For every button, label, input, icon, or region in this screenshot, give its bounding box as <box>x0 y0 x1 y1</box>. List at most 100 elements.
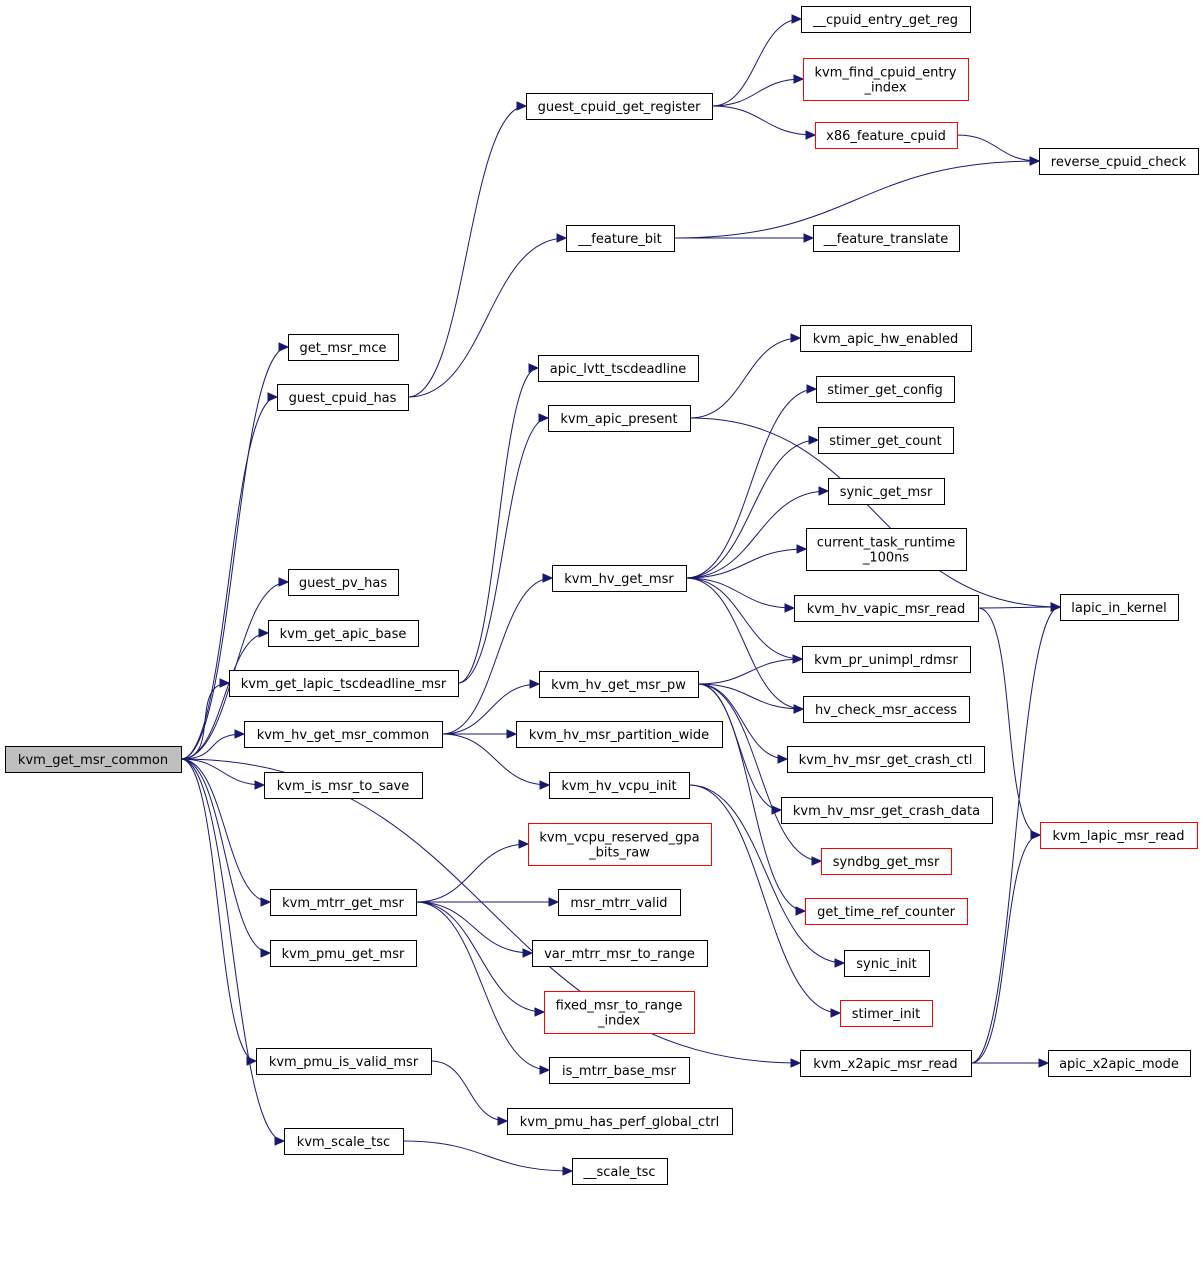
edge-kvm_mtrr_get_msr-to-is_mtrr_base_msr <box>415 901 551 1075</box>
arrowhead <box>806 384 818 394</box>
node-kvm-hv-get-msr-common[interactable]: kvm_hv_get_msr_common <box>244 721 443 748</box>
arrowhead <box>777 754 789 764</box>
node-feature-bit[interactable]: __feature_bit <box>566 225 675 252</box>
node-kvm-hv-msr-partition-wide[interactable]: kvm_hv_msr_partition_wide <box>516 721 723 748</box>
node-label: apic_x2apic_mode <box>1059 1057 1179 1072</box>
edge-kvm_mtrr_get_msr-to-kvm_vcpu_reserved_gpa_bits_raw <box>415 839 530 903</box>
arrowhead <box>529 679 541 689</box>
arrowhead <box>792 654 804 664</box>
edge-kvm_mtrr_get_msr-to-msr_mtrr_valid <box>415 897 560 907</box>
arrowhead <box>830 1008 842 1018</box>
node-label: hv_check_msr_access <box>815 703 957 718</box>
node-fixed-msr-to-range-index[interactable]: fixed_msr_to_range_index <box>544 991 695 1034</box>
arrowhead <box>539 780 551 790</box>
node-kvm-hv-get-msr-pw[interactable]: kvm_hv_get_msr_pw <box>539 671 699 698</box>
node-x86-feature-cpuid[interactable]: x86_feature_cpuid <box>815 122 958 149</box>
node-kvm-x2apic-msr-read[interactable]: kvm_x2apic_msr_read <box>800 1050 972 1077</box>
node-kvm-mtrr-get-msr[interactable]: kvm_mtrr_get_msr <box>270 889 417 916</box>
arrowhead <box>542 573 554 583</box>
node-kvm-pmu-has-perf-global-ctrl[interactable]: kvm_pmu_has_perf_global_ctrl <box>507 1108 733 1135</box>
edge-kvm_x2apic_msr_read-to-kvm_lapic_msr_read <box>970 830 1042 1064</box>
node-kvm-hv-vcpu-init[interactable]: kvm_hv_vcpu_init <box>549 772 690 799</box>
arrowhead <box>258 628 270 638</box>
node-kvm-pr-unimpl-rdmsr[interactable]: kvm_pr_unimpl_rdmsr <box>802 646 971 673</box>
node-lapic-in-kernel[interactable]: lapic_in_kernel <box>1060 594 1179 621</box>
node-apic-lvtt-tscdeadline[interactable]: apic_lvtt_tscdeadline <box>538 355 699 382</box>
node-kvm-lapic-msr-read[interactable]: kvm_lapic_msr_read <box>1040 822 1198 849</box>
arrowhead <box>803 233 815 243</box>
node-apic-x2apic-mode[interactable]: apic_x2apic_mode <box>1048 1050 1191 1077</box>
node-guest-pv-has[interactable]: guest_pv_has <box>288 569 399 596</box>
node-kvm-hv-msr-get-crash-data[interactable]: kvm_hv_msr_get_crash_data <box>781 797 993 824</box>
node-kvm-hv-msr-get-crash-ctl[interactable]: kvm_hv_msr_get_crash_ctl <box>787 746 985 773</box>
nodes-layer: kvm_get_msr_common get_msr_mce guest_cpuid… <box>5 6 1199 1185</box>
node-kvm-apic-present[interactable]: kvm_apic_present <box>548 405 691 432</box>
node-kvm-scale-tsc[interactable]: kvm_scale_tsc <box>284 1128 404 1155</box>
arrowhead <box>538 413 550 423</box>
node-label: kvm_apic_present <box>560 412 677 427</box>
edge-kvm_hv_get_msr_common-to-kvm_hv_get_msr <box>441 573 554 735</box>
edge-kvm_hv_get_msr_common-to-kvm_hv_get_msr_pw <box>441 679 541 735</box>
node-label: kvm_get_msr_common <box>18 753 168 768</box>
edge-kvm_hv_get_msr-to-hv_check_msr_access <box>685 577 805 714</box>
node-label: kvm_pmu_has_perf_global_ctrl <box>520 1115 720 1130</box>
edge-root-to-kvm_hv_get_msr_common <box>180 729 246 760</box>
node-label: syndbg_get_msr <box>833 855 940 870</box>
node-feature-translate[interactable]: __feature_translate <box>813 225 960 252</box>
node-reverse-cpuid-check[interactable]: reverse_cpuid_check <box>1039 148 1199 175</box>
edge-kvm_hv_vapic_msr_read-to-lapic_in_kernel <box>977 602 1062 612</box>
node-cpuid-entry-get-reg[interactable]: __cpuid_entry_get_reg <box>801 6 971 33</box>
node-synic-init[interactable]: synic_init <box>844 950 930 977</box>
node-label: _index <box>597 1014 640 1029</box>
arrowhead <box>548 897 560 907</box>
node-current-task-runtime-100ns[interactable]: current_task_runtime_100ns <box>806 528 967 571</box>
node-syndbg-get-msr[interactable]: syndbg_get_msr <box>821 848 952 875</box>
node-label: lapic_in_kernel <box>1071 601 1166 616</box>
node-kvm-is-msr-to-save[interactable]: kvm_is_msr_to_save <box>264 772 423 799</box>
node-synic-get-msr[interactable]: synic_get_msr <box>828 478 945 505</box>
node-get-time-ref-counter[interactable]: get_time_ref_counter <box>805 898 968 925</box>
node-root[interactable]: kvm_get_msr_common <box>5 746 182 773</box>
node-label: kvm_hv_msr_partition_wide <box>529 728 709 743</box>
node-label: kvm_apic_hw_enabled <box>813 332 959 347</box>
edge-kvm_hv_vcpu_init-to-stimer_init <box>688 784 842 1018</box>
node-kvm-pmu-get-msr[interactable]: kvm_pmu_get_msr <box>270 940 417 967</box>
edge-root-to-kvm_pmu_get_msr <box>180 758 272 958</box>
edge-kvm_hv_get_msr_pw-to-hv_check_msr_access <box>697 683 805 714</box>
node-kvm-find-cpuid-entry-index[interactable]: kvm_find_cpuid_entry_index <box>803 58 969 101</box>
node-guest-cpuid-get-register[interactable]: guest_cpuid_get_register <box>526 93 713 120</box>
edge-kvm_x2apic_msr_read-to-apic_x2apic_mode <box>971 1058 1050 1068</box>
node-get-msr-mce[interactable]: get_msr_mce <box>288 334 399 361</box>
node-kvm-vcpu-reserved-gpa-bits-raw[interactable]: kvm_vcpu_reserved_gpa_bits_raw <box>528 823 712 866</box>
node-kvm-apic-hw-enabled[interactable]: kvm_apic_hw_enabled <box>800 325 972 352</box>
node-stimer-get-count[interactable]: stimer_get_count <box>818 427 954 454</box>
edge-kvm_hv_get_msr_common-to-kvm_hv_msr_partition_wide <box>442 729 518 739</box>
node-is-mtrr-base-msr[interactable]: is_mtrr_base_msr <box>549 1057 690 1084</box>
edge-kvm_hv_vcpu_init-to-synic_init <box>688 784 846 968</box>
node-hv-check-msr-access[interactable]: hv_check_msr_access <box>803 696 970 723</box>
node-label: __cpuid_entry_get_reg <box>812 13 958 28</box>
node-stimer-init[interactable]: stimer_init <box>840 1000 933 1027</box>
node-kvm-get-lapic-tscdeadline-msr[interactable]: kvm_get_lapic_tscdeadline_msr <box>229 670 459 697</box>
edge-x86_feature_cpuid-to-reverse_cpuid_check <box>956 134 1041 166</box>
node-msr-mtrr-valid[interactable]: msr_mtrr_valid <box>558 889 681 916</box>
node-label: kvm_is_msr_to_save <box>277 779 410 794</box>
node-stimer-get-config[interactable]: stimer_get_config <box>816 376 955 403</box>
edge-kvm_x2apic_msr_read-to-lapic_in_kernel <box>970 602 1062 1064</box>
node-kvm-get-apic-base[interactable]: kvm_get_apic_base <box>268 620 419 647</box>
arrowhead <box>254 780 266 790</box>
arrowhead <box>516 101 528 111</box>
node-label: __scale_tsc <box>582 1165 655 1180</box>
arrowhead <box>534 1007 546 1017</box>
edge-kvm_hv_get_msr-to-kvm_hv_vapic_msr_read <box>685 577 796 613</box>
arrowhead <box>793 704 805 714</box>
node-kvm-hv-get-msr[interactable]: kvm_hv_get_msr <box>552 565 687 592</box>
node-kvm-hv-vapic-msr-read[interactable]: kvm_hv_vapic_msr_read <box>794 595 979 622</box>
node-label: _100ns <box>862 551 910 566</box>
arrowhead <box>274 1136 286 1146</box>
node-scale-tsc[interactable]: __scale_tsc <box>572 1158 668 1185</box>
node-guest-cpuid-has[interactable]: guest_cpuid_has <box>277 384 409 411</box>
node-var-mtrr-msr-to-range[interactable]: var_mtrr_msr_to_range <box>532 940 708 967</box>
node-kvm-pmu-is-valid-msr[interactable]: kvm_pmu_is_valid_msr <box>256 1048 432 1075</box>
edge-guest_cpuid_get_register-to-cpuid_entry_get_reg <box>711 14 803 107</box>
